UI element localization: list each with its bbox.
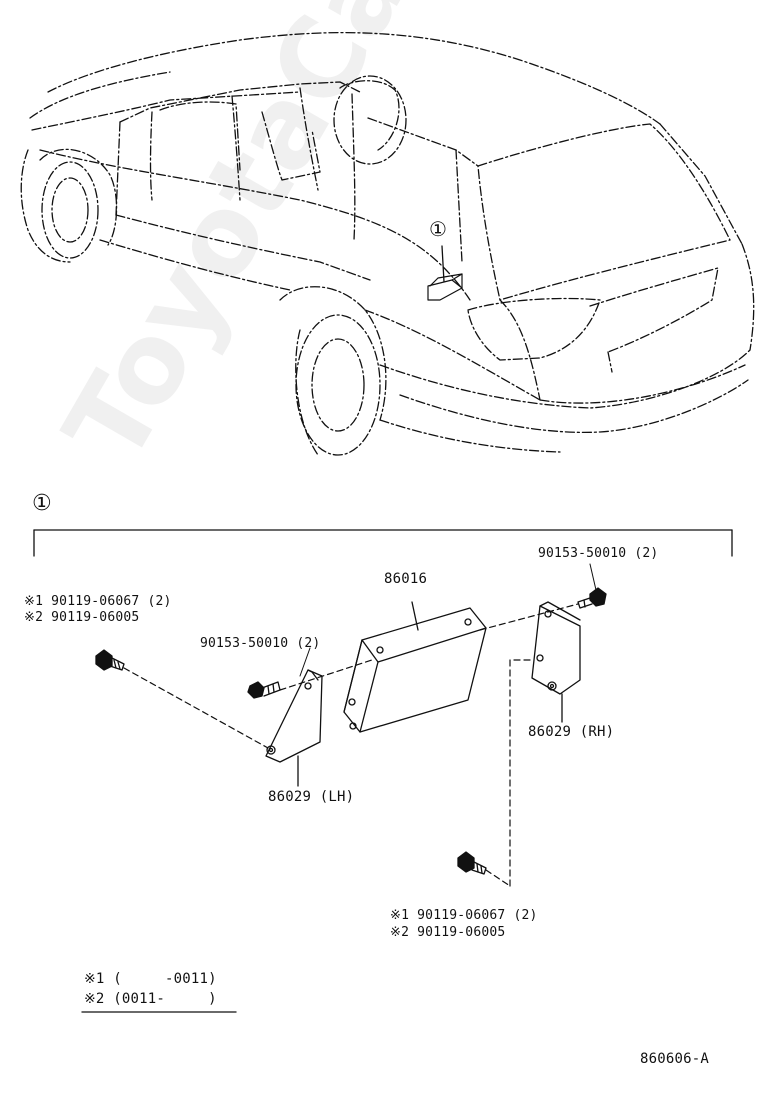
label-bracket-lh: 86029 (LH) [268, 789, 355, 805]
drawing-code: 860606-A [640, 1051, 710, 1067]
label-screw-left-2: ※2 90119-06005 [24, 610, 140, 625]
label-bolt-mid-left: 90153-50010 (2) [200, 636, 321, 651]
label-ecu: 86016 [384, 571, 428, 587]
label-bolt-top-right: 90153-50010 (2) [538, 546, 659, 561]
bolt-mid-left [247, 681, 281, 699]
vehicle-callout-number: ① [429, 217, 448, 241]
vehicle-outline [20, 32, 755, 456]
label-screw-left-1: ※1 90119-06067 (2) [24, 594, 172, 609]
legend-row-1: ※1 ( -0011) [84, 971, 217, 987]
vehicle-module-location [427, 273, 463, 301]
install-lines [123, 603, 579, 887]
screw-bottom [457, 851, 487, 875]
ecu-86016 [343, 601, 487, 733]
label-leaders [299, 563, 597, 677]
label-bracket-rh: 86029 (RH) [528, 724, 615, 740]
bracket-lh [265, 669, 323, 787]
group-bracket [33, 529, 733, 557]
bracket-rh [531, 601, 581, 723]
legend-row-2: ※2 (0011- ) [84, 991, 217, 1007]
label-screw-bottom-2: ※2 90119-06005 [390, 925, 506, 940]
screw-left [95, 649, 125, 671]
group-callout-number: ① [32, 491, 52, 516]
label-screw-bottom-1: ※1 90119-06067 (2) [390, 908, 538, 923]
vehicle-callout-leader [441, 245, 445, 283]
bolt-top-right [577, 587, 607, 609]
